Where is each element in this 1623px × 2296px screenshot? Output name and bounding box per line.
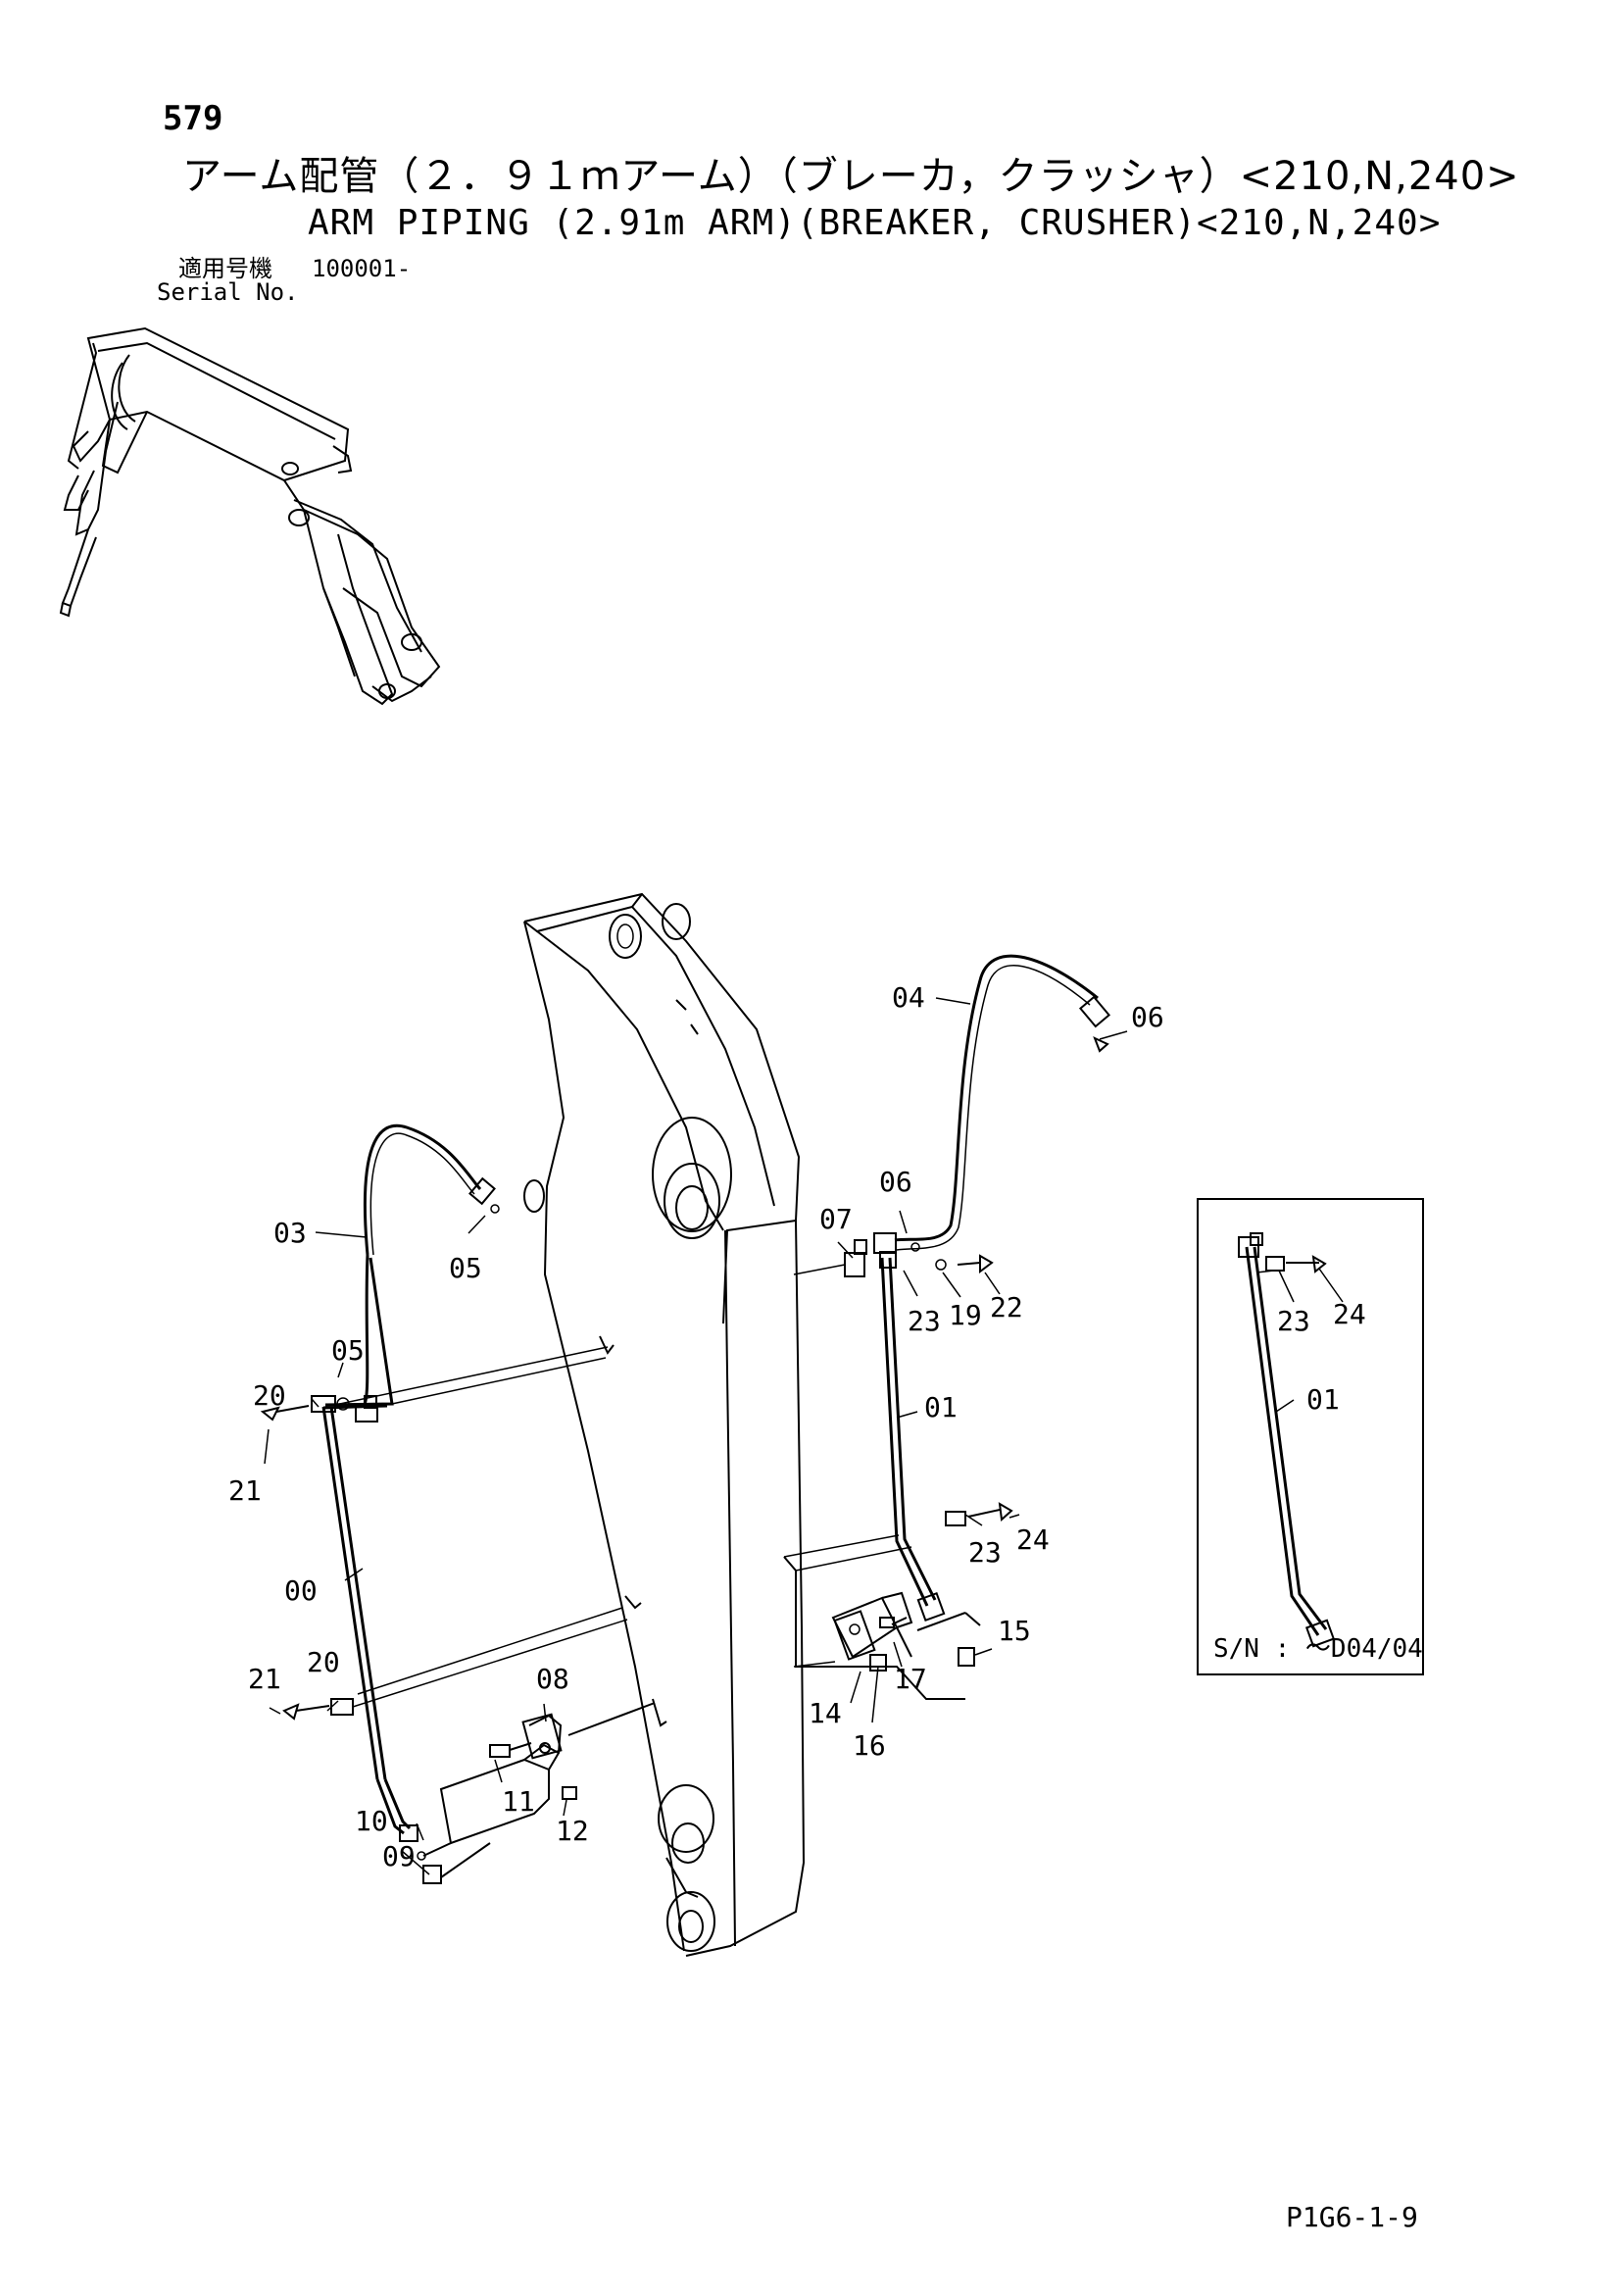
page-number: 579 bbox=[163, 99, 223, 138]
title-english: ARM PIPING (2.91m ARM)(BREAKER, CRUSHER)… bbox=[308, 203, 1442, 243]
inset-variant-box bbox=[1197, 1198, 1424, 1675]
callout-16: 16 bbox=[853, 1729, 886, 1762]
callout-leaders bbox=[264, 997, 1344, 1875]
right-pipe-assembly bbox=[783, 954, 1111, 1700]
callout-05-upper: 05 bbox=[449, 1252, 482, 1284]
serial-label-english: Serial No. bbox=[157, 278, 299, 306]
block-assembly-08 bbox=[422, 1702, 656, 1878]
callout-03: 03 bbox=[273, 1217, 307, 1249]
serial-number-value: 100001- bbox=[312, 255, 412, 282]
callout-23-lower: 23 bbox=[968, 1536, 1002, 1569]
callout-04: 04 bbox=[892, 981, 925, 1014]
title-japanese: アーム配管（２．９１ｍアーム）（ブレーカ，クラッシャ）<210,N,240> bbox=[182, 154, 1520, 199]
inset-serial-note: S/N : ～D04/04 bbox=[1213, 1634, 1423, 1664]
left-pipe-assembly bbox=[260, 1123, 628, 1884]
callout-05-lower: 05 bbox=[331, 1334, 365, 1367]
callout-09: 09 bbox=[382, 1840, 416, 1872]
callout-20-lower: 20 bbox=[307, 1646, 340, 1678]
callout-15: 15 bbox=[998, 1615, 1031, 1647]
callout-20-upper: 20 bbox=[253, 1379, 286, 1412]
inset-callout-01: 01 bbox=[1306, 1383, 1340, 1416]
callout-08: 08 bbox=[536, 1663, 569, 1695]
callout-07: 07 bbox=[819, 1203, 853, 1235]
callout-labels: 04 06 03 05 06 07 23 19 22 05 20 21 01 2… bbox=[228, 981, 1423, 1872]
callout-21-lower: 21 bbox=[248, 1663, 281, 1695]
callout-21-upper: 21 bbox=[228, 1474, 262, 1507]
callout-23-right: 23 bbox=[908, 1305, 941, 1337]
callout-12: 12 bbox=[556, 1815, 589, 1847]
callout-06-mid: 06 bbox=[879, 1166, 912, 1198]
inset-callout-23: 23 bbox=[1277, 1305, 1310, 1337]
serial-label-japanese: 適用号機 bbox=[178, 255, 272, 282]
callout-01-right: 01 bbox=[924, 1391, 958, 1423]
callout-00: 00 bbox=[284, 1574, 318, 1607]
page-code: P1G6-1-9 bbox=[1286, 2201, 1418, 2233]
callout-17: 17 bbox=[894, 1663, 927, 1695]
inset-callout-24: 24 bbox=[1333, 1298, 1366, 1330]
callout-24: 24 bbox=[1016, 1523, 1050, 1556]
callout-10: 10 bbox=[355, 1805, 388, 1837]
callout-06-top: 06 bbox=[1131, 1001, 1164, 1033]
callout-19: 19 bbox=[949, 1299, 982, 1331]
callout-14: 14 bbox=[809, 1697, 842, 1729]
callout-22: 22 bbox=[990, 1291, 1023, 1323]
arm-body bbox=[523, 892, 806, 1957]
callout-11: 11 bbox=[502, 1785, 535, 1818]
excavator-overview-sketch bbox=[59, 326, 441, 706]
